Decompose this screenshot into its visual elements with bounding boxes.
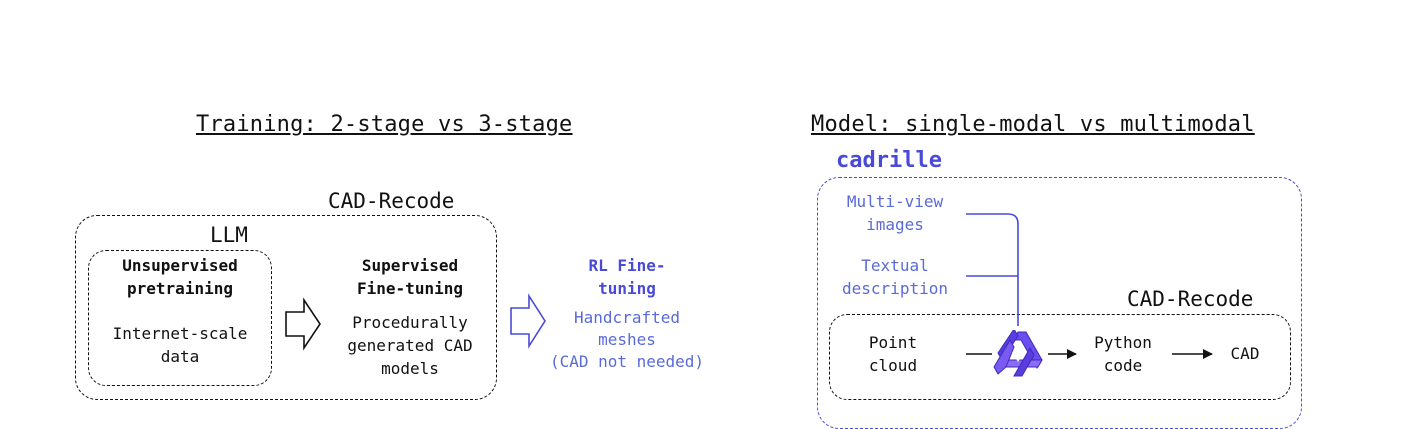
- hollow-arrow-blue-icon: [510, 293, 546, 349]
- stage2-title: Supervised Fine-tuning: [357, 256, 463, 298]
- stage3-title: RL Fine- tuning: [588, 256, 666, 298]
- stage1-data: Internet-scale data: [112, 324, 248, 366]
- cad-recode-box-left: [75, 215, 497, 400]
- python-code-output: Python code: [1094, 333, 1152, 375]
- training-title: Training: 2-stage vs 3-stage: [196, 112, 573, 137]
- hollow-arrow-icon: [285, 297, 321, 351]
- stage1-title: Unsupervised pretraining: [122, 256, 238, 298]
- multi-view-images-input: Multi-view images: [846, 192, 944, 234]
- stage3-data: Handcrafted meshes (CAD not needed): [549, 308, 705, 371]
- llm-box: [88, 250, 272, 386]
- qwen-logo-icon: [993, 330, 1043, 377]
- connector-lines: [966, 213, 1213, 359]
- point-cloud-input: Point cloud: [868, 333, 918, 375]
- images-connector: [966, 213, 1019, 326]
- textual-description-input: Textual description: [842, 256, 948, 298]
- stage2-data: Procedurally generated CAD models: [347, 313, 473, 378]
- cad-recode-label-left: CAD-Recode: [328, 189, 455, 213]
- llm-label: LLM: [210, 223, 248, 247]
- cad-recode-box-right: [829, 314, 1291, 400]
- model-title: Model: single-modal vs multimodal: [811, 112, 1255, 137]
- cad-recode-label-right: CAD-Recode: [1127, 287, 1254, 311]
- cadrille-label: cadrille: [836, 148, 942, 173]
- cad-output: CAD: [1230, 344, 1260, 363]
